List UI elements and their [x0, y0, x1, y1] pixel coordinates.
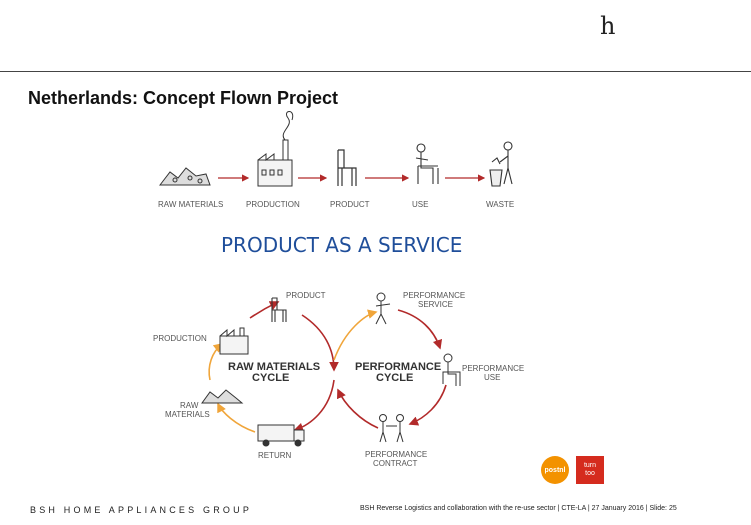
- node-label-performance-use-1: PERFORMANCE: [462, 364, 524, 373]
- raw-materials-cycle-label-1: RAW MATERIALS: [228, 361, 320, 373]
- performance-cycle-label-1: PERFORMANCE: [355, 361, 441, 373]
- flow-label-product: PRODUCT: [330, 200, 370, 209]
- node-label-product: PRODUCT: [286, 291, 326, 300]
- raw-materials-cycle-label-2: CYCLE: [252, 372, 289, 384]
- turntoo-logo-line-2: too: [585, 470, 595, 477]
- top-divider: [0, 71, 751, 72]
- factory-icon: [257, 111, 294, 187]
- footer-slide-info: BSH Reverse Logistics and collaboration …: [360, 505, 677, 512]
- footer-company: BSH HOME APPLIANCES GROUP: [30, 505, 253, 515]
- use-person-icon: [442, 353, 461, 386]
- service-person-icon: [375, 292, 391, 325]
- chair-icon: [337, 149, 357, 186]
- flow-label-waste: WASTE: [486, 200, 514, 209]
- postnl-logo: postnl: [541, 456, 569, 484]
- node-label-performance-contract-1: PERFORMANCE: [365, 450, 427, 459]
- cycle-raw-materials-icon: [201, 389, 244, 404]
- person-waste-icon: [489, 141, 513, 187]
- performance-cycle-arrows: [333, 309, 447, 429]
- person-seated-icon: [415, 143, 439, 184]
- brand-mark: h: [600, 12, 616, 40]
- slide-title: Netherlands: Concept Flown Project: [28, 88, 339, 108]
- flow-label-production: PRODUCTION: [246, 200, 300, 209]
- cycle-chair-icon: [271, 297, 287, 322]
- flow-label-use: USE: [412, 200, 428, 209]
- contract-people-icon: [379, 414, 404, 443]
- node-label-performance-contract-2: CONTRACT: [373, 459, 418, 468]
- node-label-performance-service-1: PERFORMANCE: [403, 291, 465, 300]
- flow-label-raw-materials: RAW MATERIALS: [158, 200, 223, 209]
- cycle-factory-icon: [219, 327, 249, 355]
- delivery-truck-icon: [257, 424, 305, 447]
- raw-materials-icon: [158, 167, 211, 186]
- service-title: PRODUCT AS A SERVICE: [221, 233, 462, 257]
- node-label-performance-service-2: SERVICE: [418, 300, 453, 309]
- node-label-materials: MATERIALS: [165, 410, 210, 419]
- node-label-production: PRODUCTION: [153, 334, 207, 343]
- node-label-performance-use-2: USE: [484, 373, 500, 382]
- node-label-return: RETURN: [258, 451, 292, 460]
- node-label-raw: RAW: [180, 401, 199, 410]
- performance-cycle-label-2: CYCLE: [376, 372, 413, 384]
- turntoo-logo-line-1: turn: [583, 462, 597, 469]
